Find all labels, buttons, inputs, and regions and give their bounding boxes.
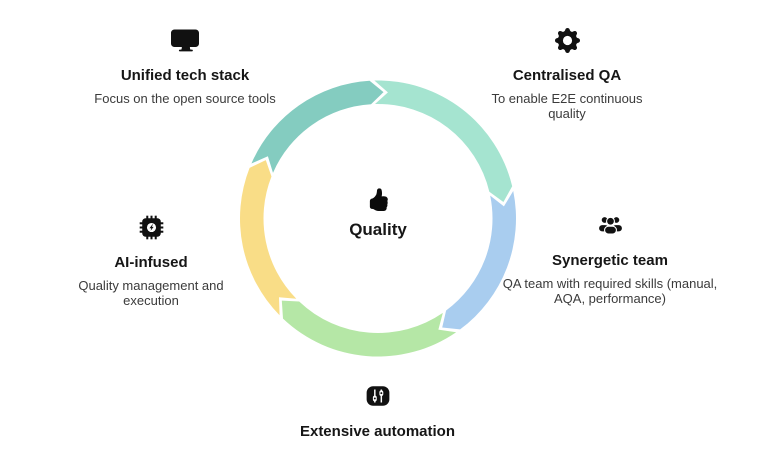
item-title: AI-infused [114,254,188,271]
item-description: QA team with required skills (manual, AQ… [502,275,718,306]
sliders-icon [365,380,391,412]
item-description: Focus on the open source tools [94,90,276,106]
ai-chip-icon [138,211,165,243]
ring-segment-top-right [374,80,513,202]
ring-segment-right [442,190,516,330]
node-synergetic-team: Synergetic team QA team with required sk… [497,209,723,306]
node-extensive-automation: Extensive automation [255,380,500,447]
item-title: Centralised QA [512,67,622,84]
center-label: Quality [349,220,407,239]
item-description: Quality management and execution [78,277,224,308]
node-unified-tech-stack: Unified tech stack Focus on the open sou… [60,24,310,106]
ring-segment-bottom [281,300,457,357]
node-centralised-qa: Centralised QA To enable E2E continuous … [442,24,692,121]
ring-segment-top-left [251,80,384,173]
display-icon [171,24,199,56]
node-ai-infused: AI-infused Quality management and execut… [38,211,264,308]
ring-segment-left [239,160,297,316]
item-title: Unified tech stack [120,67,250,84]
node-center-quality: Quality [308,186,448,240]
thumbs-up-icon [367,186,390,212]
team-icon [597,209,624,241]
item-title: Synergetic team [552,252,668,269]
gear-icon [554,24,580,56]
item-description: To enable E2E continuous quality [491,90,643,121]
item-title: Extensive automation [299,423,456,440]
